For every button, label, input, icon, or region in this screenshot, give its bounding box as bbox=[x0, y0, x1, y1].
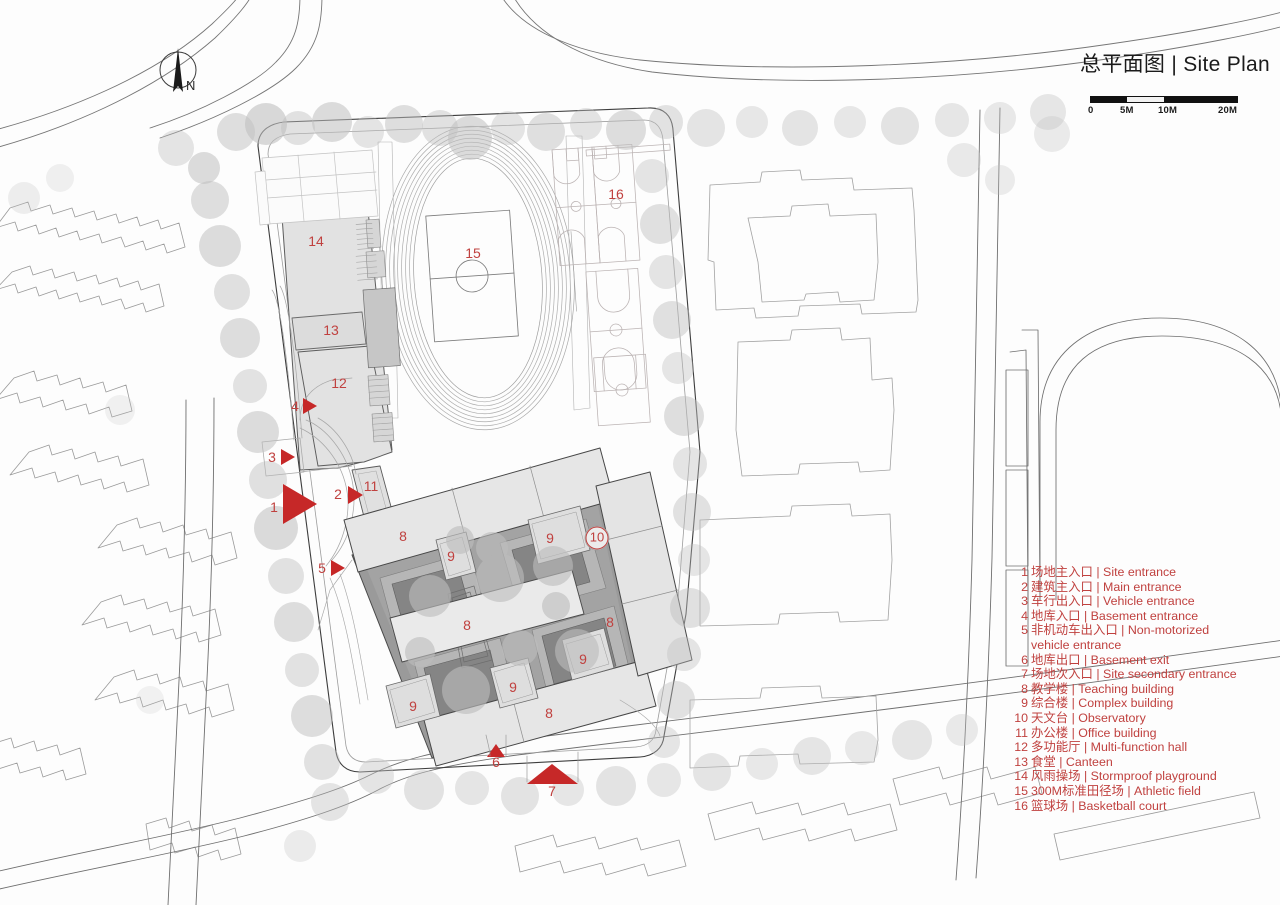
arrow-3 bbox=[281, 449, 295, 465]
legend-number: 1 bbox=[1021, 565, 1028, 579]
legend-number: 11 bbox=[1015, 725, 1028, 740]
title-block: 总平面图 | Site Plan bbox=[1020, 48, 1270, 78]
legend-label: 多功能厅 | Multi-function hall bbox=[1031, 740, 1188, 755]
scale-seg-0-5 bbox=[1090, 96, 1127, 103]
legend-label: 场地主入口 | Site entrance bbox=[1031, 565, 1177, 579]
north-label: N bbox=[186, 78, 196, 93]
scale-tick-0: 0 bbox=[1088, 105, 1094, 116]
legend-label: 场地次入口 | Site secondary entrance bbox=[1031, 667, 1237, 682]
legend-number: 8 bbox=[1021, 681, 1028, 696]
main-teaching-complex bbox=[343, 447, 693, 767]
scale-bar: 0 5M 10M 20M bbox=[1088, 96, 1245, 119]
entry-plaza bbox=[261, 377, 357, 567]
legend-number: 13 bbox=[1014, 754, 1028, 769]
legend-label: 综合楼 | Complex building bbox=[1031, 696, 1174, 711]
arrow-5 bbox=[331, 560, 345, 576]
scale-bar-labels: 0 5M 10M 20M bbox=[1088, 105, 1250, 119]
scale-seg-10-20 bbox=[1164, 96, 1238, 103]
legend-label: 教学楼 | Teaching building bbox=[1031, 681, 1175, 696]
scale-seg-5-10 bbox=[1127, 96, 1164, 103]
east-campus-track bbox=[1005, 317, 1280, 667]
arrow-7 bbox=[527, 764, 578, 784]
legend-number: 16 bbox=[1014, 798, 1028, 813]
site-paths bbox=[299, 465, 661, 737]
legend-number: 5 bbox=[1021, 623, 1028, 638]
legend-number: 9 bbox=[1021, 696, 1028, 711]
south-residential-blocks bbox=[514, 766, 1261, 877]
north-arrow-icon bbox=[152, 44, 212, 102]
legend-label: 地库入口 | Basement entrance bbox=[1031, 608, 1199, 623]
entrance-arrows bbox=[281, 398, 578, 784]
scale-tick-20: 20M bbox=[1218, 105, 1238, 116]
courtyard-trees bbox=[405, 526, 599, 714]
legend-number: 3 bbox=[1021, 594, 1028, 609]
scale-tick-5: 5M bbox=[1120, 105, 1134, 116]
legend-label: 300M标准田径场 | Athletic field bbox=[1031, 783, 1201, 798]
legend-label: 非机动车出入口 | Non-motorized bbox=[1031, 623, 1210, 638]
legend-number: 10 bbox=[1014, 710, 1028, 725]
legend-label: 车行出入口 | Vehicle entrance bbox=[1031, 594, 1195, 609]
legend-label: 食堂 | Canteen bbox=[1031, 754, 1113, 769]
east-neighbor-buildings bbox=[689, 169, 919, 769]
legend-number: 2 bbox=[1021, 579, 1028, 594]
athletic-track bbox=[377, 125, 591, 431]
south-roads bbox=[0, 397, 1280, 905]
legend-number: 4 bbox=[1021, 608, 1028, 623]
legend-label: 天文台 | Observatory bbox=[1031, 710, 1146, 725]
east-roads bbox=[955, 107, 1001, 881]
legend-number: 15 bbox=[1014, 783, 1028, 798]
arrow-6 bbox=[487, 744, 505, 757]
legend-number: 7 bbox=[1021, 667, 1028, 682]
legend-number: 12 bbox=[1014, 740, 1028, 755]
page-title: 总平面图 | Site Plan bbox=[1080, 53, 1270, 76]
soccer-field bbox=[425, 209, 519, 343]
scale-tick-10: 10M bbox=[1158, 105, 1178, 116]
scale-bar-graphic bbox=[1090, 96, 1238, 103]
legend-label: 建筑主入口 | Main entrance bbox=[1031, 579, 1182, 594]
legend-label: 篮球场 | Basketball court bbox=[1031, 798, 1167, 813]
legend-label: 风雨操场 | Stormproof playground bbox=[1031, 769, 1217, 784]
legend-number: 14 bbox=[1014, 769, 1028, 784]
legend-number: 6 bbox=[1021, 652, 1028, 667]
arrow-4 bbox=[303, 398, 317, 414]
road-network bbox=[0, 0, 1280, 148]
arrow-1 bbox=[283, 484, 317, 524]
legend-label: 办公楼 | Office building bbox=[1031, 725, 1157, 740]
arrow-2 bbox=[348, 486, 363, 504]
legend-label: 地库出口 | Basement exit bbox=[1031, 652, 1170, 667]
adjacent-residential-blocks bbox=[0, 201, 242, 861]
legend-label-continued: vehicle entrance bbox=[1031, 637, 1122, 652]
school-site-inner-path bbox=[267, 119, 691, 763]
street-tree-canopies bbox=[8, 94, 1070, 862]
northwest-building-cluster bbox=[254, 149, 401, 471]
